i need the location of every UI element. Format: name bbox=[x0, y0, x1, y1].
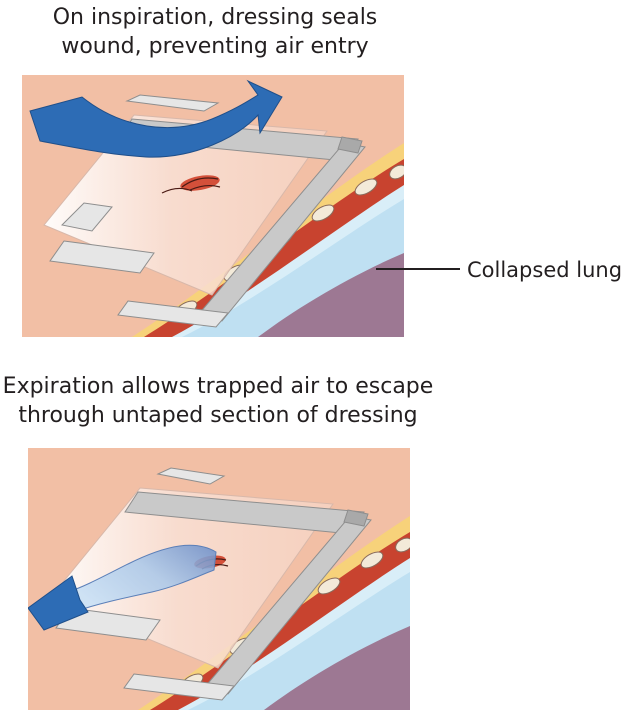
wound bbox=[161, 175, 221, 194]
collapsed-lung bbox=[258, 253, 404, 337]
wound-edges bbox=[161, 177, 221, 194]
rib-cross-section bbox=[360, 551, 384, 569]
inspiration-caption-line-1: On inspiration, dressing seals bbox=[52, 5, 378, 30]
wound-opening bbox=[180, 175, 220, 191]
expiration-caption-line-2: through untaped section of dressing bbox=[18, 403, 418, 428]
air-escape-arrow bbox=[28, 575, 89, 631]
air-blocked-arrow bbox=[29, 79, 283, 158]
tape-bottom-tab bbox=[123, 673, 235, 701]
collapsed-lung-leader-line bbox=[376, 268, 460, 270]
expiration-panel bbox=[28, 448, 410, 710]
expiration-caption: Expiration allows trapped air to escape … bbox=[0, 372, 436, 430]
inspiration-panel bbox=[22, 75, 404, 337]
inspiration-caption: On inspiration, dressing seals wound, pr… bbox=[0, 3, 430, 61]
rib-cross-section bbox=[317, 577, 341, 595]
rib-cross-section bbox=[389, 164, 404, 180]
tape-left-tab bbox=[60, 202, 113, 232]
tape-strips bbox=[55, 467, 372, 701]
tape-top-tab bbox=[125, 94, 220, 112]
tape-bottom-tab bbox=[117, 300, 229, 328]
collapsed-lung-label: Collapsed lung bbox=[467, 258, 623, 282]
expiration-caption-line-1: Expiration allows trapped air to escape bbox=[2, 374, 434, 399]
tape-top-tab bbox=[156, 467, 226, 485]
rib-cross-section bbox=[311, 204, 335, 222]
inspiration-caption-line-2: wound, preventing air entry bbox=[61, 34, 369, 59]
rib-cross-section bbox=[354, 178, 378, 196]
tape-corner bbox=[337, 136, 363, 154]
tape-corner bbox=[343, 509, 369, 527]
tape-lower-left-strip bbox=[49, 240, 155, 274]
rib-cross-section bbox=[395, 537, 410, 553]
collapsed-lung bbox=[264, 626, 410, 710]
